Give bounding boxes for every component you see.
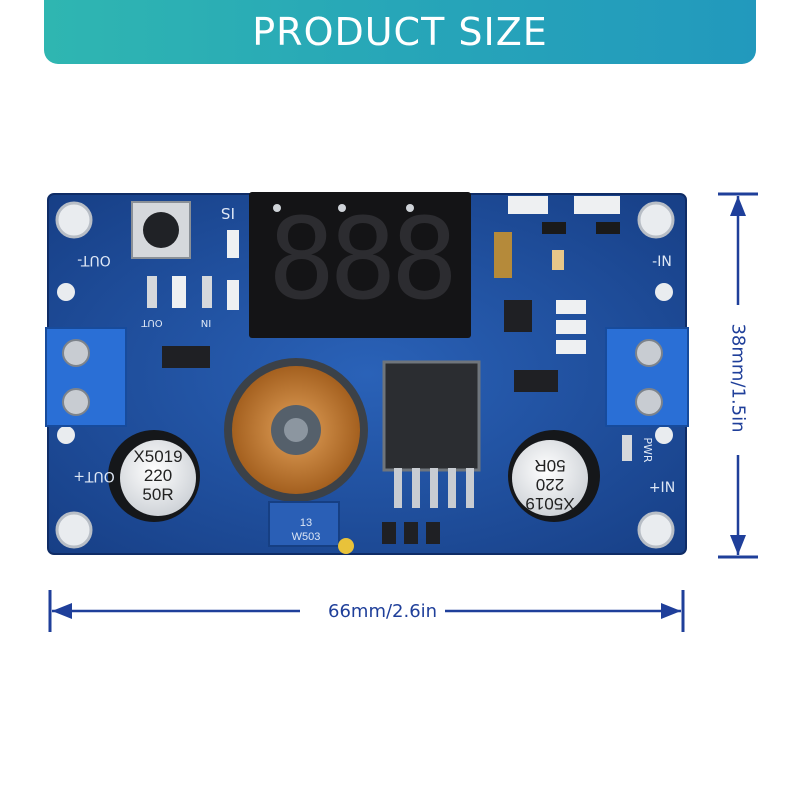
screw-terminal-input [605,327,689,427]
via-hole [655,283,673,301]
label-in-small: IN [201,317,211,328]
mounting-hole [637,511,675,549]
push-button [131,201,191,259]
label-in-minus: -IN [652,254,672,270]
capacitor-right-line1: X5019 [525,494,574,513]
mounting-hole [55,511,93,549]
silkscreen-labels: OUT- OUT+ -IN +IN PWR IS OUT IN [73,204,675,496]
potentiometer-bottom-label: W503 [292,531,321,543]
screw-icon [635,339,663,367]
product-size-banner: PRODUCT SIZE [44,0,756,64]
height-arrow-top [730,196,746,216]
toroid-inductor [224,358,368,502]
height-dimension-label: 38mm/1.5in [727,315,749,441]
smd-components [147,196,632,544]
mounting-hole [55,201,93,239]
capacitor-right-line3: 50R [534,456,565,475]
label-out-minus: OUT- [77,252,111,268]
seven-segment-display: 888 [249,192,471,338]
label-in-plus: +IN [649,480,675,496]
mounting-holes [55,201,675,549]
width-arrow-right [661,603,681,619]
capacitor-left: X5019 220 50R [108,430,200,522]
width-dimension-label: 66mm/2.6in [320,601,446,622]
height-arrow-bottom [730,535,746,555]
label-is: IS [221,204,235,222]
label-pwr: PWR [641,437,654,463]
capacitor-right: X5019 220 50R [508,430,600,522]
capacitor-left-line1: X5019 [133,447,182,466]
regulator-ic [382,360,481,508]
via-hole [655,426,673,444]
capacitor-left-line2: 220 [144,466,172,485]
banner-title: PRODUCT SIZE [252,10,548,54]
screw-icon [62,339,90,367]
potentiometer: 13 W503 [268,501,354,554]
screw-terminal-output [45,327,127,427]
screw-icon [62,388,90,416]
mounting-hole [637,201,675,239]
capacitor-right-line2: 220 [536,475,564,494]
capacitor-left-line3: 50R [142,485,173,504]
via-hole [57,426,75,444]
label-out-plus: OUT+ [73,468,115,484]
screw-icon [635,388,663,416]
display-digits: 888 [268,195,452,325]
width-arrow-left [52,603,72,619]
potentiometer-top-label: 13 [300,517,312,529]
label-out-small: OUT [140,317,162,328]
pcb-board: 888 X5019 220 50R [45,192,689,555]
via-hole [57,283,75,301]
